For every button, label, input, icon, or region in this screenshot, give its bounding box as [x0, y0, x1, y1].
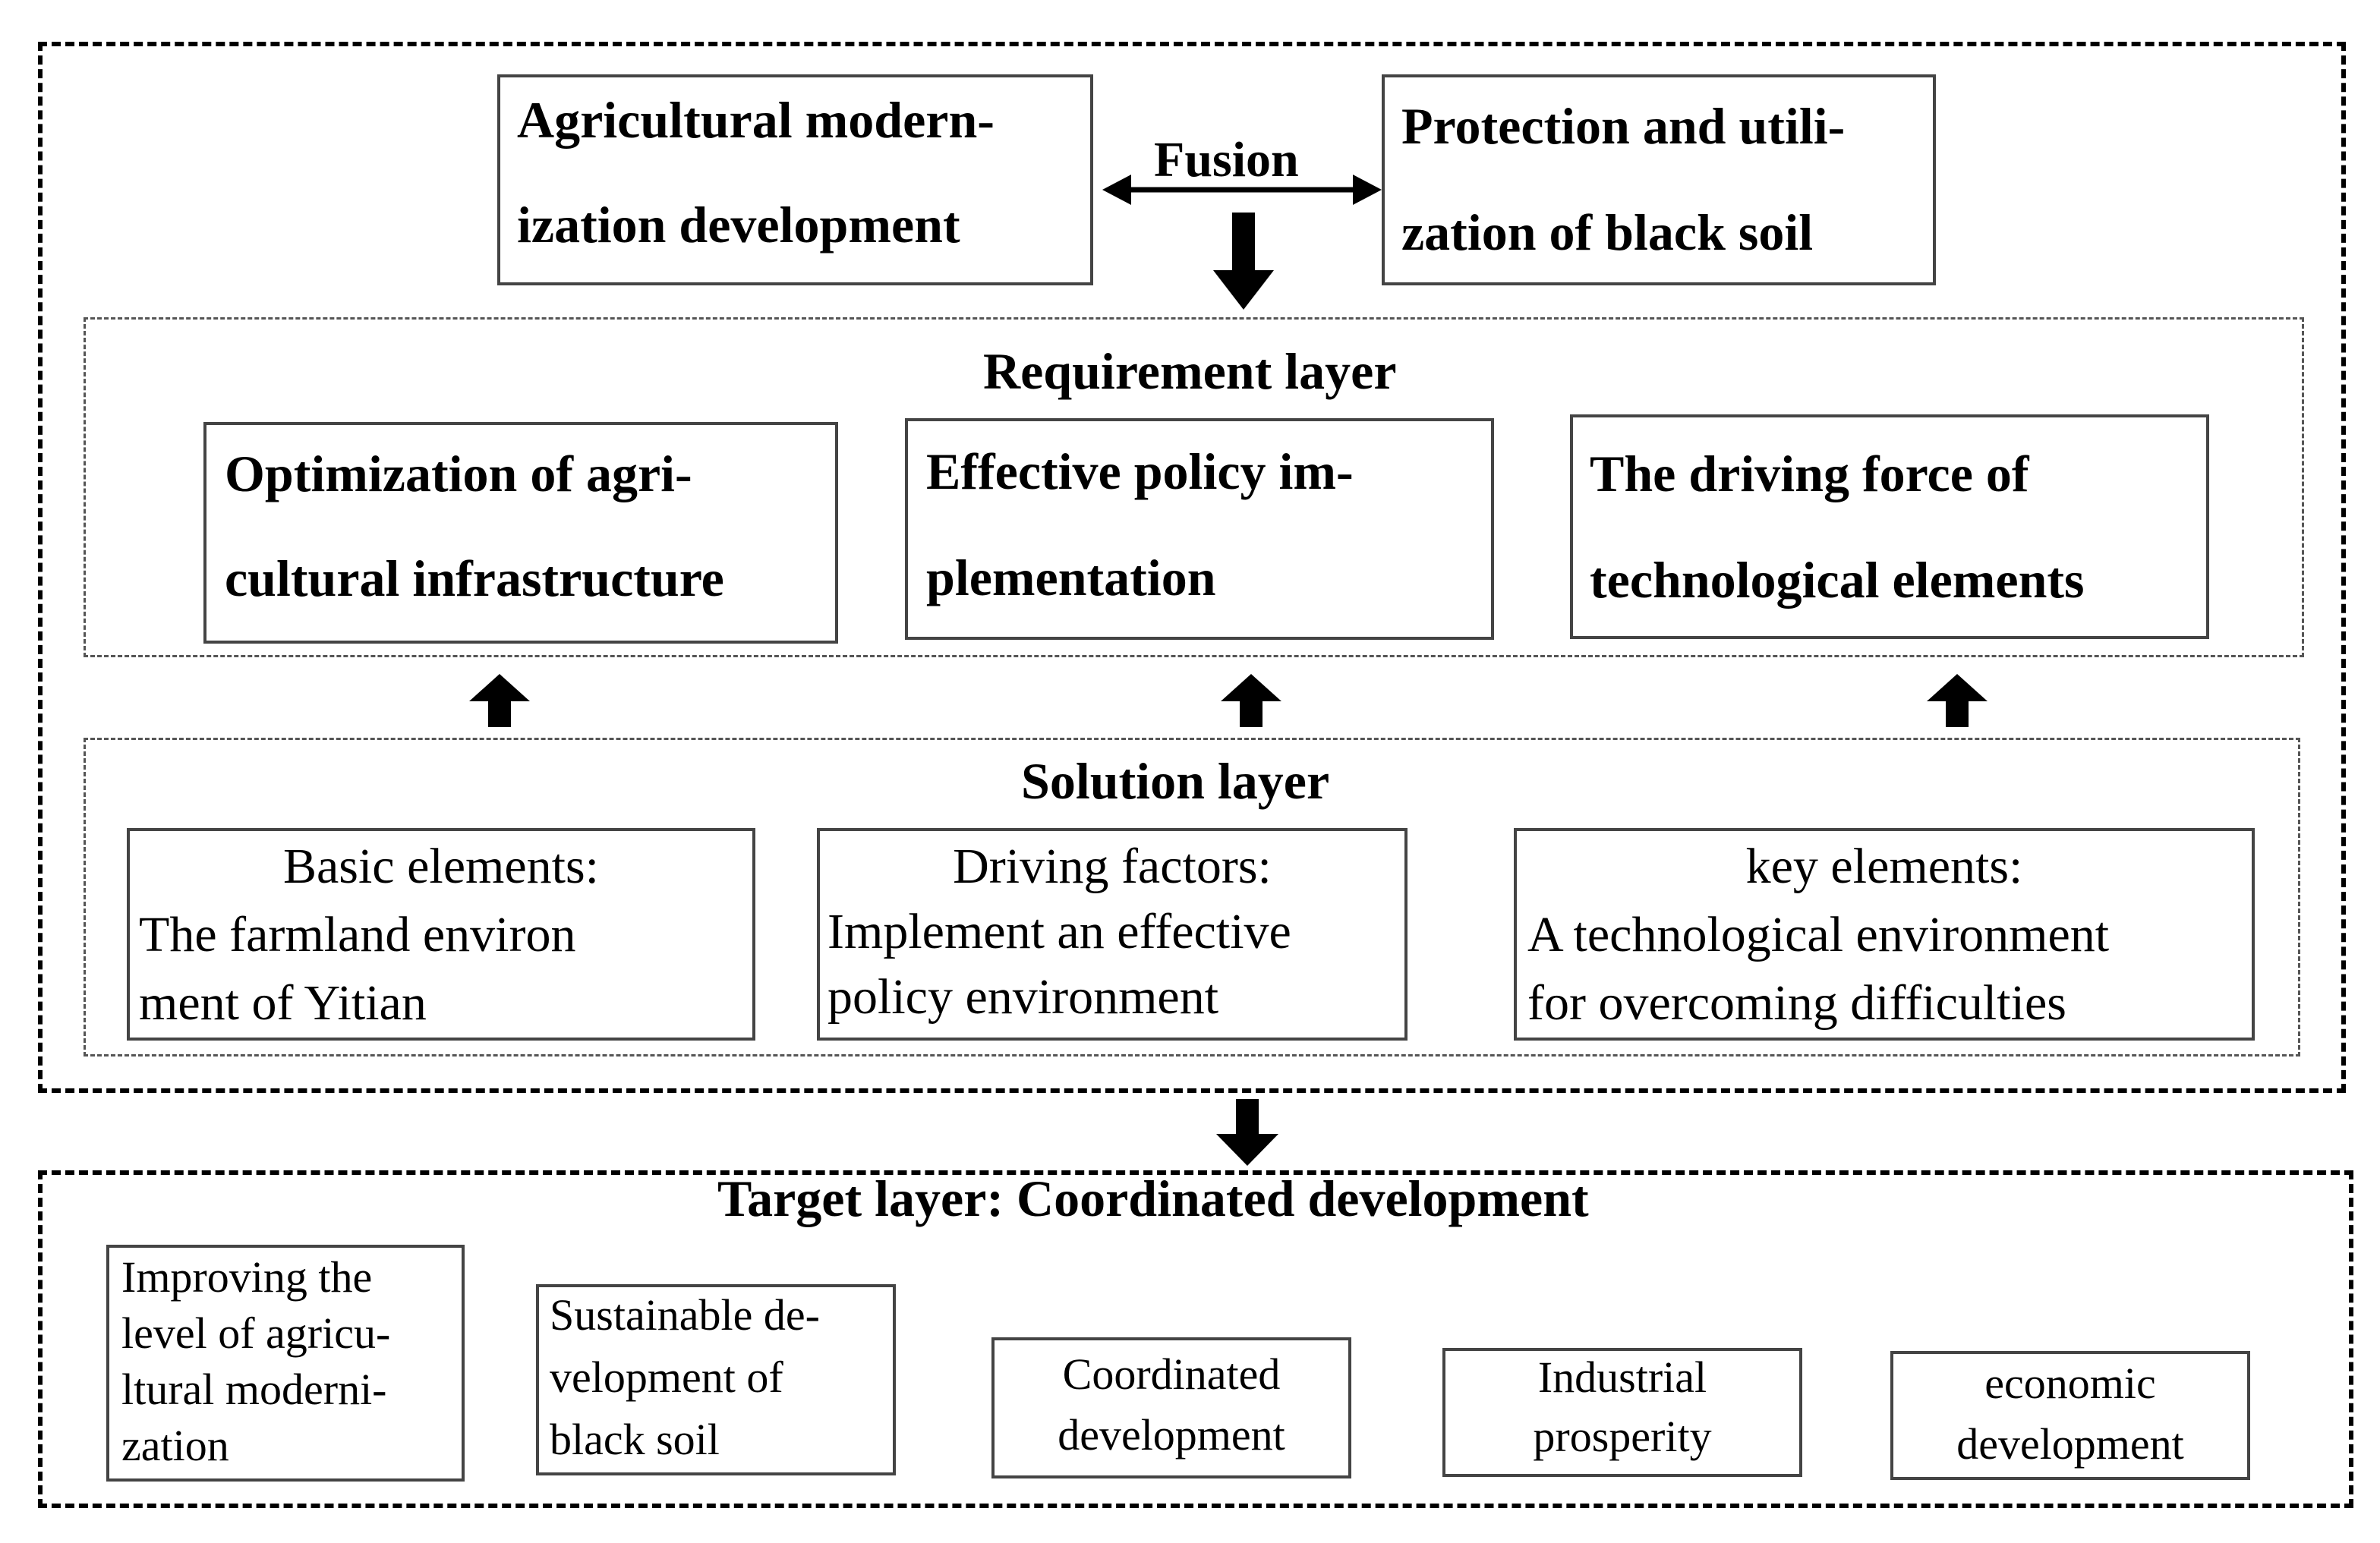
- solution-box-key-elements-line-2: A technological environment: [1527, 907, 2110, 962]
- target-box-industrial-prosperity-line-2: prosperity: [1533, 1412, 1712, 1461]
- agricultural-modernization-box: Agricultural modern- ization development: [497, 74, 1093, 285]
- requirement-box-infrastructure-line-2: cultural infrastructure: [225, 549, 724, 607]
- target-box-coordinated-development-line-2: development: [1058, 1410, 1285, 1460]
- agricultural-modernization-line-1: Agricultural modern-: [517, 91, 995, 149]
- up-arrow-policy: [1221, 674, 1281, 727]
- solution-box-basic-elements-line-1: Basic elements:: [282, 839, 600, 894]
- target-box-coordinated-development-line-1: Coordinated: [1062, 1349, 1281, 1399]
- target-layer-frame: [38, 1170, 2353, 1508]
- target-box-economic-development: economic development: [1890, 1351, 2250, 1480]
- up-arrow-technology: [1927, 674, 1988, 727]
- solution-layer-title: Solution layer: [1021, 752, 1330, 810]
- black-soil-protection-box: Protection and utili- zation of black so…: [1382, 74, 1936, 285]
- requirement-box-infrastructure-line-1: Optimization of agri-: [225, 445, 692, 502]
- down-arrow-to-target: [1216, 1099, 1278, 1166]
- target-box-industrial-prosperity-line-1: Industrial: [1537, 1352, 1707, 1402]
- target-box-sustainable-black-soil: Sustainable de- velopment of black soil: [536, 1284, 896, 1475]
- target-box-agricultural-modernization: Improving the level of agricu- ltural mo…: [106, 1245, 465, 1482]
- solution-box-basic-elements-line-2: The farmland environ: [139, 907, 576, 962]
- solution-box-key-elements-line-3: for overcoming difficulties: [1527, 975, 2066, 1031]
- fusion-label: Fusion: [1154, 132, 1299, 187]
- solution-box-basic-elements-line-3: ment of Yitian: [139, 975, 427, 1031]
- black-soil-protection-line-2: zation of black soil: [1401, 203, 1814, 261]
- target-box-sustainable-black-soil-line-2: velopment of: [550, 1352, 783, 1402]
- target-box-agricultural-modernization-line-1: Improving the: [121, 1252, 373, 1302]
- fusion-double-arrow: [1102, 175, 1382, 205]
- requirement-box-policy-line-1: Effective policy im-: [926, 442, 1354, 500]
- target-box-industrial-prosperity: Industrial prosperity: [1442, 1348, 1802, 1477]
- target-box-sustainable-black-soil-line-1: Sustainable de-: [550, 1290, 820, 1340]
- solution-box-basic-elements: Basic elements: The farmland environ men…: [127, 828, 755, 1041]
- solution-box-driving-factors-line-3: policy environment: [827, 969, 1219, 1025]
- target-box-sustainable-black-soil-line-3: black soil: [550, 1415, 720, 1464]
- requirement-box-technology-line-1: The driving force of: [1590, 445, 2029, 502]
- solution-box-key-elements: key elements: A technological environmen…: [1514, 828, 2255, 1041]
- upper-outer-frame: [38, 42, 2346, 1093]
- requirement-layer-frame: [84, 317, 2304, 657]
- solution-box-key-elements-line-1: key elements:: [1745, 839, 2023, 894]
- solution-box-driving-factors-line-1: Driving factors:: [953, 839, 1272, 894]
- requirement-box-infrastructure: Optimization of agri- cultural infrastru…: [203, 422, 838, 644]
- target-box-agricultural-modernization-line-2: level of agricu-: [121, 1308, 391, 1358]
- target-layer-title: Target layer: Coordinated development: [717, 1170, 1589, 1227]
- target-box-agricultural-modernization-line-3: ltural moderni-: [121, 1365, 387, 1414]
- target-box-agricultural-modernization-line-4: zation: [121, 1421, 229, 1470]
- requirement-box-policy: Effective policy im- plementation: [905, 418, 1494, 640]
- solution-box-driving-factors-line-2: Implement an effective: [827, 904, 1291, 959]
- solution-layer-frame: [84, 738, 2300, 1056]
- requirement-box-technology-line-2: technological elements: [1590, 551, 2085, 609]
- requirement-box-policy-line-2: plementation: [926, 549, 1216, 606]
- target-box-economic-development-line-2: development: [1956, 1419, 2184, 1469]
- target-box-economic-development-line-1: economic: [1984, 1359, 2156, 1408]
- black-soil-protection-line-1: Protection and utili-: [1401, 97, 1846, 155]
- down-arrow-to-requirement: [1213, 213, 1274, 310]
- up-arrow-infrastructure: [469, 674, 530, 727]
- requirement-box-technology: The driving force of technological eleme…: [1570, 414, 2209, 639]
- requirement-layer-title: Requirement layer: [983, 342, 1397, 400]
- agricultural-modernization-line-2: ization development: [517, 196, 960, 253]
- target-box-coordinated-development: Coordinated development: [991, 1337, 1351, 1478]
- solution-box-driving-factors: Driving factors: Implement an effective …: [817, 828, 1408, 1041]
